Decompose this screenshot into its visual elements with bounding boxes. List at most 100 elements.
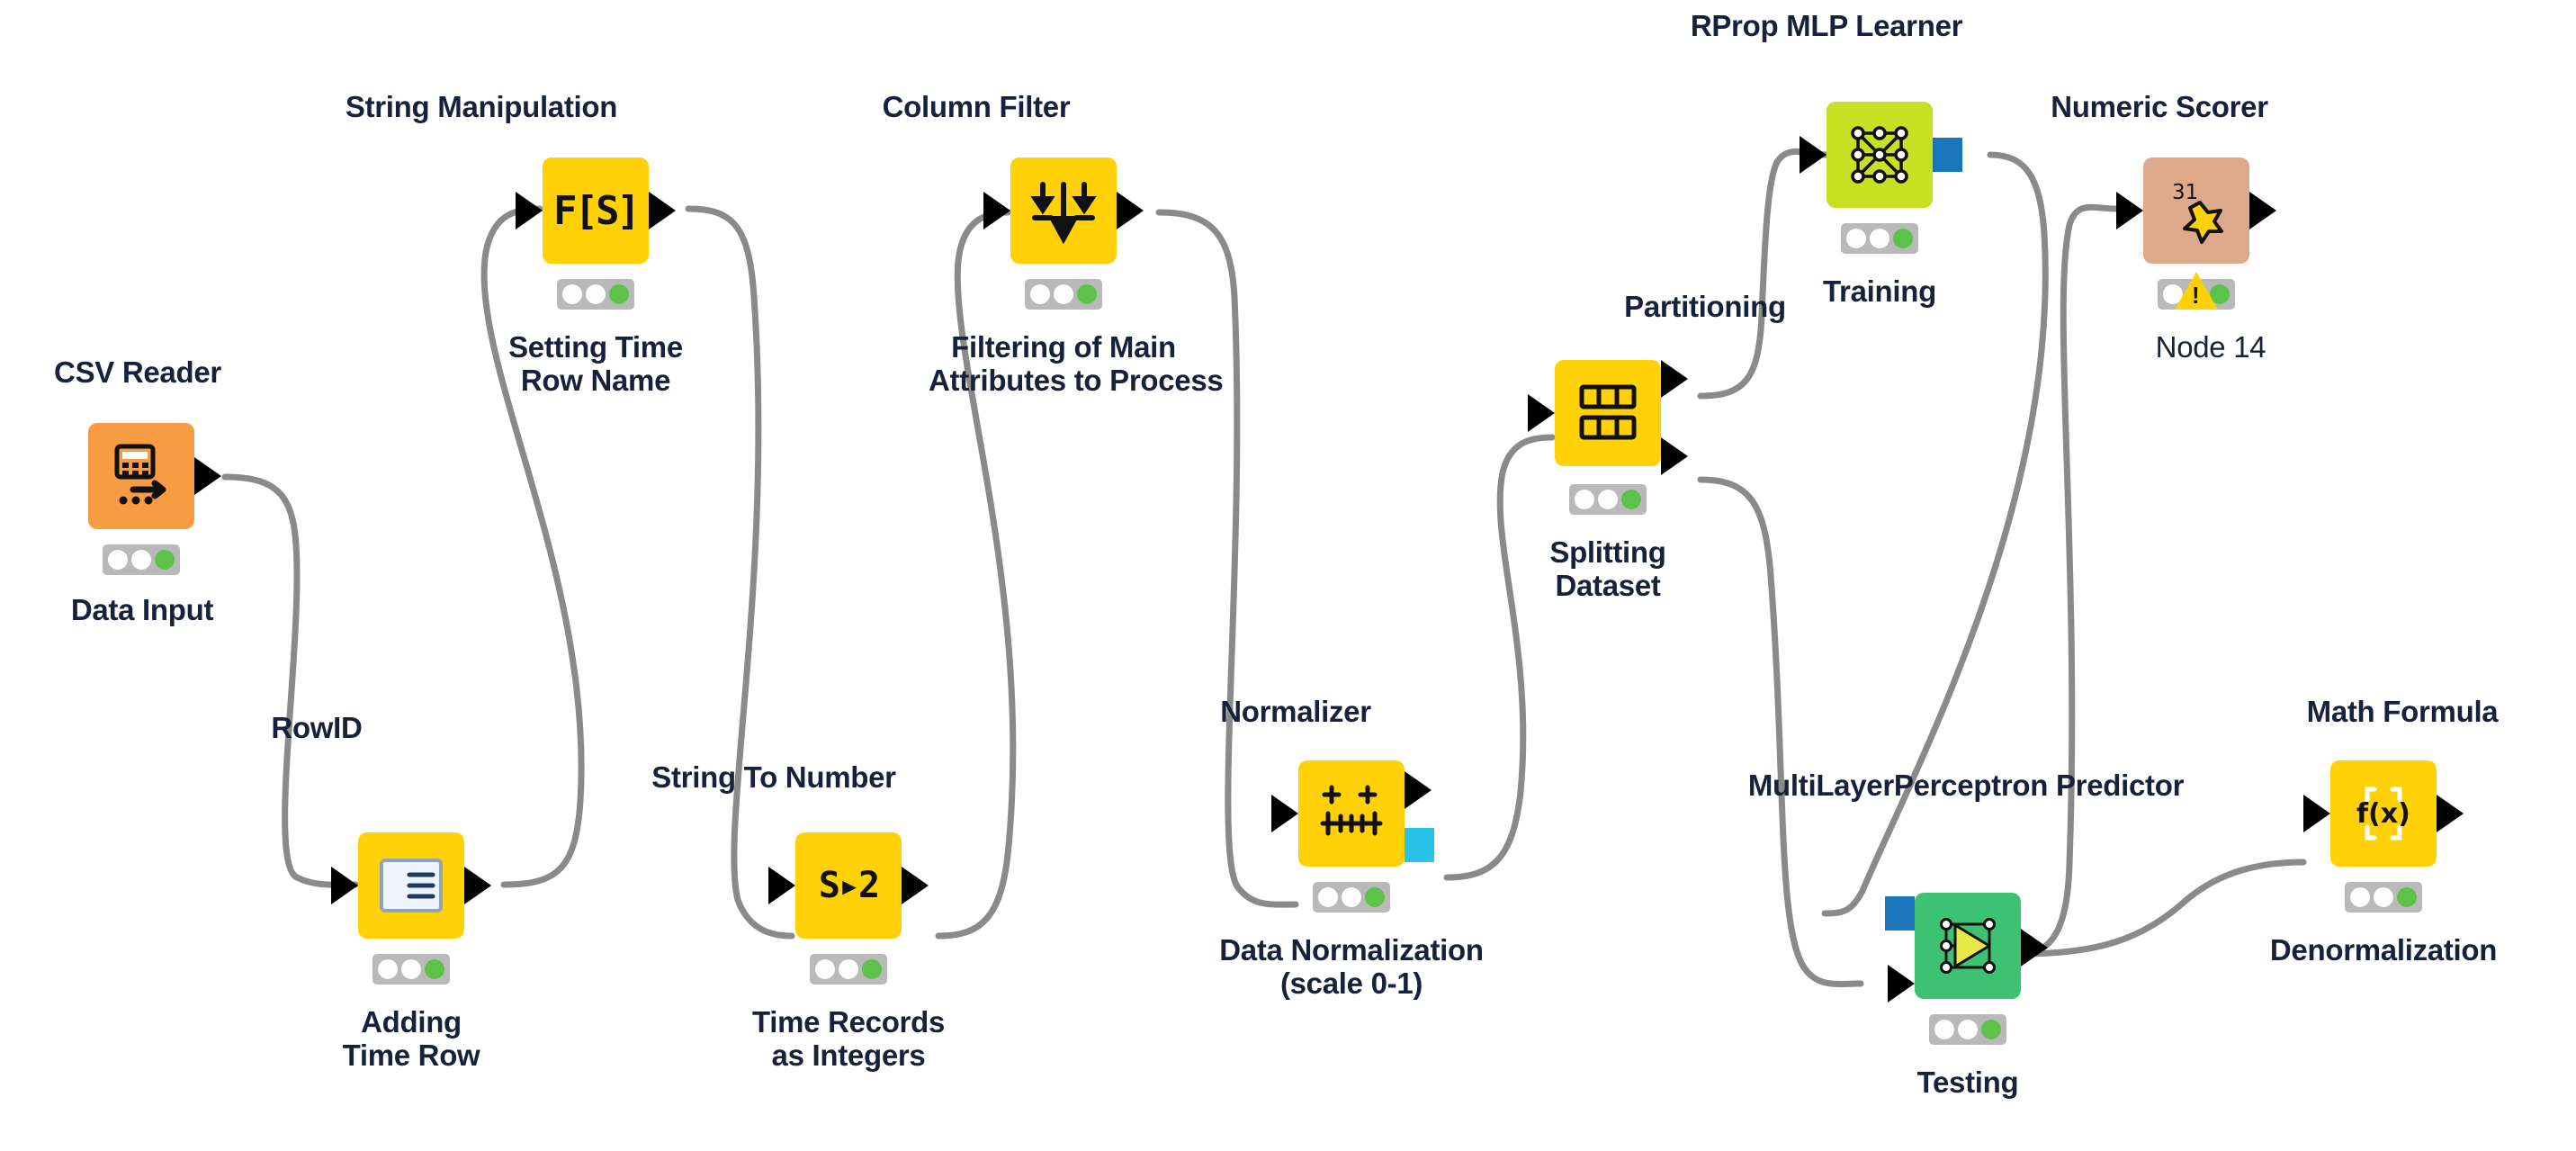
node-annotation-csv-reader: Data Input [70,593,214,626]
status-lamp-executed [155,550,175,570]
node-box-numeric-scorer[interactable]: 31 [2143,157,2249,264]
node-annotation-math-formula: Denormalization [2269,933,2498,967]
status-lamp-executed [1365,887,1385,907]
output-port-csv-reader[interactable] [194,457,221,495]
node-title-normalizer: Normalizer [1220,695,1371,728]
node-title-rowid: RowID [271,711,363,744]
node-annotation-string-manipulation: Setting Time Row Name [508,330,683,397]
node-box-rowid[interactable] [358,832,464,939]
edge-partitioning-to-predictor-b [1800,964,1864,987]
node-annotation-rowid: Adding Time Row [342,1005,480,1072]
status-lamp-idle-1 [1318,887,1338,907]
node-box-normalizer[interactable] [1298,760,1405,867]
status-lamp-idle-2 [1342,887,1361,907]
output-port-partitioning-first[interactable] [1661,360,1688,398]
input-port-numeric-scorer[interactable] [2116,192,2143,229]
node-box-column-filter[interactable] [1010,157,1117,264]
status-bar-rprop-mlp-learner [1841,223,1918,254]
warning-exclamation: ! [2192,282,2200,309]
output-port-string-manipulation[interactable] [649,192,676,229]
status-lamp-idle-2 [839,959,858,979]
status-lamp-idle-1 [2350,887,2370,907]
output-port-partitioning-second[interactable] [1661,437,1688,475]
output-port-string-to-number[interactable] [902,867,929,904]
edge-normalizer-to-partitioning [1443,469,1527,881]
scorer-star-icon: 31 [2172,181,2223,244]
node-annotation-partitioning: Splitting Dataset [1549,535,1666,602]
f-bracket-s-icon: F[S] [553,187,641,234]
status-lamp-executed [425,959,444,979]
node-annotation-string-to-number: Time Records as Integers [751,1005,946,1072]
edge-learner-to-predictor-model-b [1821,887,1866,917]
s-to-number-icon: S▸2 [818,865,880,906]
status-lamp-executed [1893,229,1913,248]
node-title-rprop-mlp-learner: RProp MLP Learner [1690,9,1963,42]
edge-predictor-to-scorer [2016,221,2076,958]
input-port-math-formula[interactable] [2303,795,2330,832]
node-title-math-formula: Math Formula [2306,695,2499,728]
status-lamp-executed [2397,887,2417,907]
node-box-partitioning[interactable] [1555,360,1661,466]
input-port-string-to-number[interactable] [768,867,795,904]
status-lamp-idle-1 [1030,284,1050,304]
input-port-partitioning[interactable] [1528,394,1555,432]
status-lamp-idle-2 [1870,229,1889,248]
output-port-normalizer-data[interactable] [1405,771,1432,809]
status-bar-string-manipulation [557,279,634,310]
status-lamp-idle-2 [1958,1020,1978,1039]
output-port-normalizer-model[interactable] [1405,828,1434,862]
output-port-column-filter[interactable] [1117,192,1144,229]
output-port-rowid[interactable] [464,867,491,904]
output-port-math-formula[interactable] [2437,795,2464,832]
status-lamp-idle-2 [1598,490,1618,509]
input-port-rprop-mlp-learner[interactable] [1800,136,1827,174]
node-box-string-manipulation[interactable]: F[S] [543,157,649,264]
node-annotation-column-filter: Filtering of Main Attributes to Process [929,330,1224,397]
partitioning-tables-icon [1579,384,1637,440]
edge-colfilter-to-normalizer-b [1234,883,1299,908]
input-port-rowid[interactable] [331,867,358,904]
status-lamp-idle-2 [1054,284,1073,304]
node-box-string-to-number[interactable]: S▸2 [795,832,902,939]
mlp-predictor-play-icon [1940,918,1996,974]
status-bar-rowid [372,954,450,985]
input-port-mlp-predictor-model[interactable] [1885,896,1915,931]
status-lamp-idle-2 [131,550,151,570]
edge-csv-to-rowid [221,473,301,881]
input-port-mlp-predictor-data[interactable] [1888,965,1915,1003]
status-bar-string-to-number [810,954,887,985]
status-lamp-idle-1 [108,550,128,570]
edge-predictor-to-scorer-b [2066,203,2120,229]
edge-colfilter-to-normalizer [1155,209,1241,890]
svg-text:31: 31 [2172,181,2198,204]
column-filter-arrows-icon [1030,182,1097,244]
svg-text:f(x): f(x) [2356,798,2410,830]
node-box-csv-reader[interactable] [88,423,194,529]
status-bar-column-filter [1025,279,1102,310]
status-lamp-idle-1 [1846,229,1866,248]
edge-normalizer-to-partitioning-b [1499,434,1556,476]
status-bar-csv-reader [103,544,180,575]
status-lamp-idle-2 [401,959,421,979]
node-box-rprop-mlp-learner[interactable] [1827,102,1933,208]
warning-triangle-icon: ! [2175,272,2218,310]
status-lamp-idle-1 [378,959,398,979]
input-port-normalizer[interactable] [1271,795,1298,832]
input-port-column-filter[interactable] [983,192,1010,229]
status-lamp-idle-2 [586,284,606,304]
status-lamp-executed [1077,284,1097,304]
csv-table-arrow-icon [114,444,166,505]
node-box-math-formula[interactable]: f(x) [2330,760,2437,867]
node-title-numeric-scorer: Numeric Scorer [2051,90,2268,123]
node-box-mlp-predictor[interactable] [1915,893,2021,999]
node-title-csv-reader: CSV Reader [54,355,221,389]
output-port-numeric-scorer[interactable] [2249,192,2276,229]
neural-network-icon [1851,126,1908,184]
output-port-rprop-mlp-learner-model[interactable] [1933,138,1962,172]
input-port-string-manipulation[interactable] [516,192,543,229]
status-bar-normalizer [1313,882,1390,913]
rowid-list-icon [380,859,443,913]
output-port-mlp-predictor[interactable] [2021,929,2048,967]
status-lamp-idle-1 [815,959,835,979]
